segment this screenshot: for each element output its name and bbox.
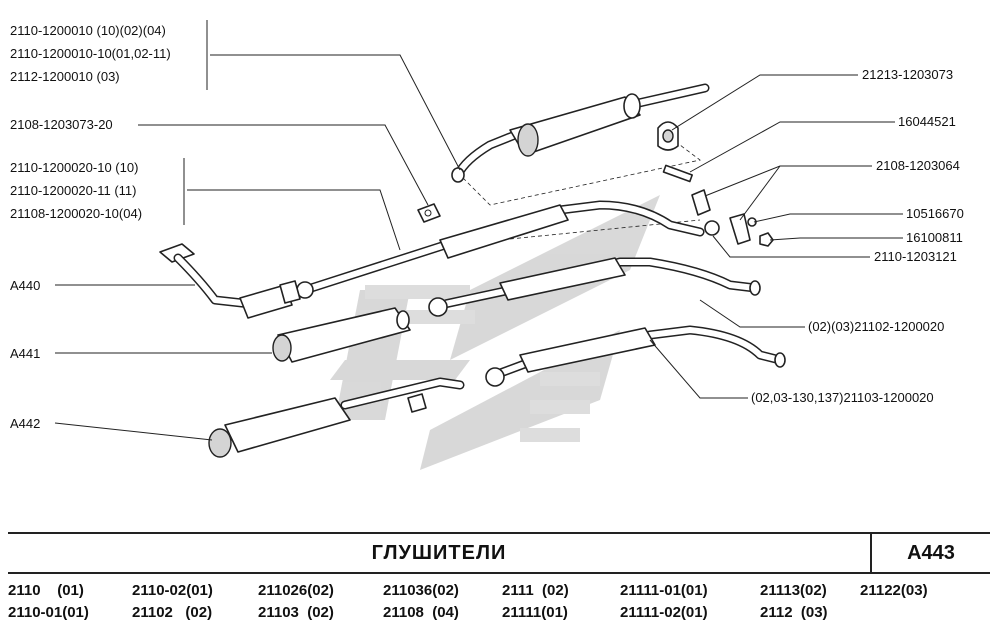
- label-a441: A441: [10, 346, 40, 361]
- page-title: ГЛУШИТЕЛИ: [8, 534, 872, 572]
- model-item: 2111 (02): [502, 582, 569, 599]
- pipe-21103-1200020: [485, 325, 786, 387]
- leader-a442: [54, 422, 213, 441]
- model-item: 21122(03): [860, 582, 928, 599]
- pipe-21102-1200020: [428, 257, 761, 317]
- clamp-21213: [657, 121, 679, 151]
- model-item: 21111-01(01): [620, 582, 708, 599]
- model-item: 21102 (02): [132, 604, 213, 621]
- label-a440: A440: [10, 278, 40, 293]
- label-1200020-b: 2110-1200020-11 (11): [10, 183, 136, 198]
- model-list: 2110 (01) 2110-02(01) 211026(02) 211036(…: [0, 578, 1000, 638]
- model-item: 211036(02): [383, 582, 459, 599]
- model-item: 21108 (04): [383, 604, 459, 621]
- downpipe-a440: [159, 243, 301, 319]
- model-item: 21111(01): [502, 604, 568, 621]
- label-1200020-a: 2110-1200020-10 (10): [10, 160, 138, 175]
- leader-gasket: [138, 124, 429, 206]
- label-1200020-c: 21108-1200020-10(04): [10, 206, 142, 221]
- converter-a441: [272, 307, 411, 363]
- model-item: 21103 (02): [258, 604, 334, 621]
- label-16100811: 16100811: [906, 230, 963, 245]
- nut-16100811: [759, 232, 774, 247]
- label-21103-1200020: (02,03-130,137)21103-1200020: [751, 390, 934, 405]
- label-10516670: 10516670: [906, 206, 964, 221]
- model-item: 2110 (01): [8, 582, 84, 599]
- exhaust-parts-diagram: 2110-1200010 (10)(02)(04) 2110-1200010-1…: [10, 20, 964, 470]
- label-21213-1203073: 21213-1203073: [862, 67, 953, 82]
- page-code: А443: [907, 542, 955, 564]
- model-item: 211026(02): [258, 582, 334, 599]
- label-a442: A442: [10, 416, 40, 431]
- label-1200010-c: 2112-1200010 (03): [10, 69, 120, 84]
- label-2110-1203121: 2110-1203121: [874, 249, 957, 264]
- model-item: 2112 (03): [760, 604, 828, 621]
- label-1200010-a: 2110-1200010 (10)(02)(04): [10, 23, 166, 38]
- leader-mid-left: [187, 189, 401, 251]
- model-item: 2110-01(01): [8, 604, 89, 621]
- label-21102-1200020: (02)(03)21102-1200020: [808, 319, 944, 334]
- label-2108-1203064: 2108-1203064: [876, 158, 960, 173]
- label-gasket-left: 2108-1203073-20: [10, 117, 113, 132]
- model-item: 2110-02(01): [132, 582, 213, 599]
- rear-muffler-assembly: [451, 83, 710, 183]
- title-bar: ГЛУШИТЕЛИ А443: [8, 532, 990, 574]
- ring-2110-1203121: [704, 220, 720, 236]
- model-item: 21113(02): [760, 582, 827, 599]
- bolt-16044521: [662, 164, 693, 183]
- model-item: 21111-02(01): [620, 604, 708, 621]
- converter-a442: [208, 377, 465, 458]
- gasket-2108-1203073-20: [417, 203, 441, 223]
- leader-top-left: [210, 54, 461, 171]
- label-1200010-b: 2110-1200010-10(01,02-11): [10, 46, 171, 61]
- intermediate-pipe-assembly: [296, 200, 705, 299]
- label-16044521: 16044521: [898, 114, 956, 129]
- assembly-line-upper: [457, 129, 701, 206]
